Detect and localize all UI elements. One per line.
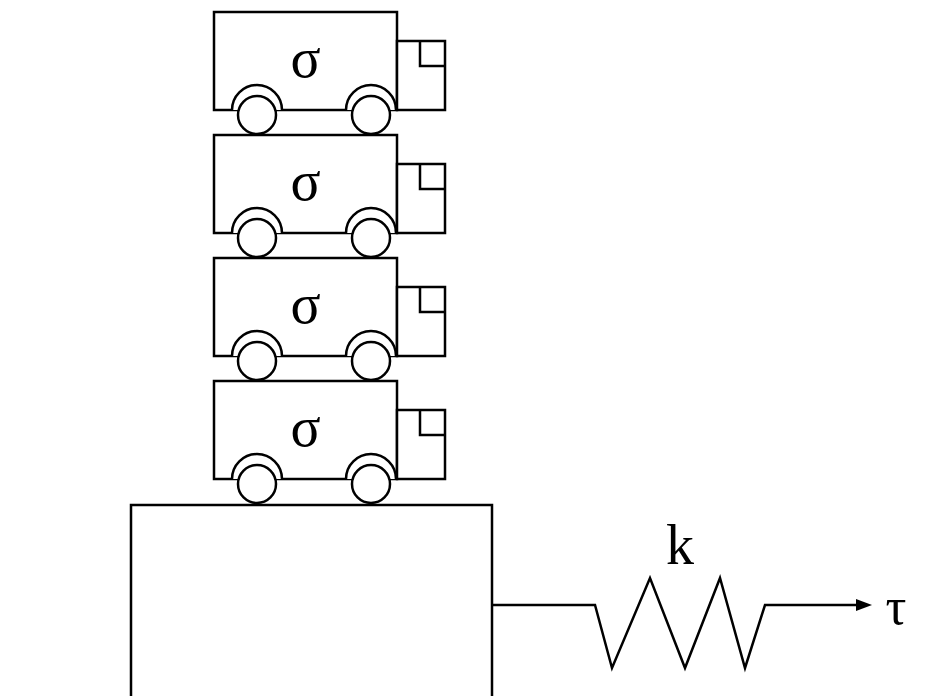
cart-cab xyxy=(397,41,445,110)
cart: σ xyxy=(214,258,397,350)
force-arrowhead xyxy=(856,599,872,611)
cart-cab xyxy=(397,410,445,479)
cart-wheel xyxy=(238,465,276,503)
base-block xyxy=(131,505,492,696)
stress-label: σ xyxy=(290,30,320,86)
cart: σ xyxy=(214,135,397,227)
cab-window xyxy=(420,41,445,66)
cart-wheel xyxy=(238,96,276,134)
stress-label: σ xyxy=(290,276,320,332)
stress-label: σ xyxy=(290,399,320,455)
cart: σ xyxy=(214,12,397,104)
stress-label: σ xyxy=(290,153,320,209)
cart-wheel xyxy=(352,465,390,503)
cart-cab xyxy=(397,164,445,233)
cart-wheel xyxy=(352,342,390,380)
cab-window xyxy=(420,287,445,312)
cab-window xyxy=(420,164,445,189)
cart-wheel xyxy=(352,219,390,257)
cart: σ xyxy=(214,381,397,473)
spring-constant-label: k xyxy=(666,517,694,573)
cart-wheel xyxy=(352,96,390,134)
cart-cab xyxy=(397,287,445,356)
cart-group xyxy=(214,12,445,503)
cart-wheel xyxy=(238,219,276,257)
spring xyxy=(492,578,858,668)
force-label: τ xyxy=(886,581,907,633)
cart-wheel xyxy=(238,342,276,380)
cab-window xyxy=(420,410,445,435)
